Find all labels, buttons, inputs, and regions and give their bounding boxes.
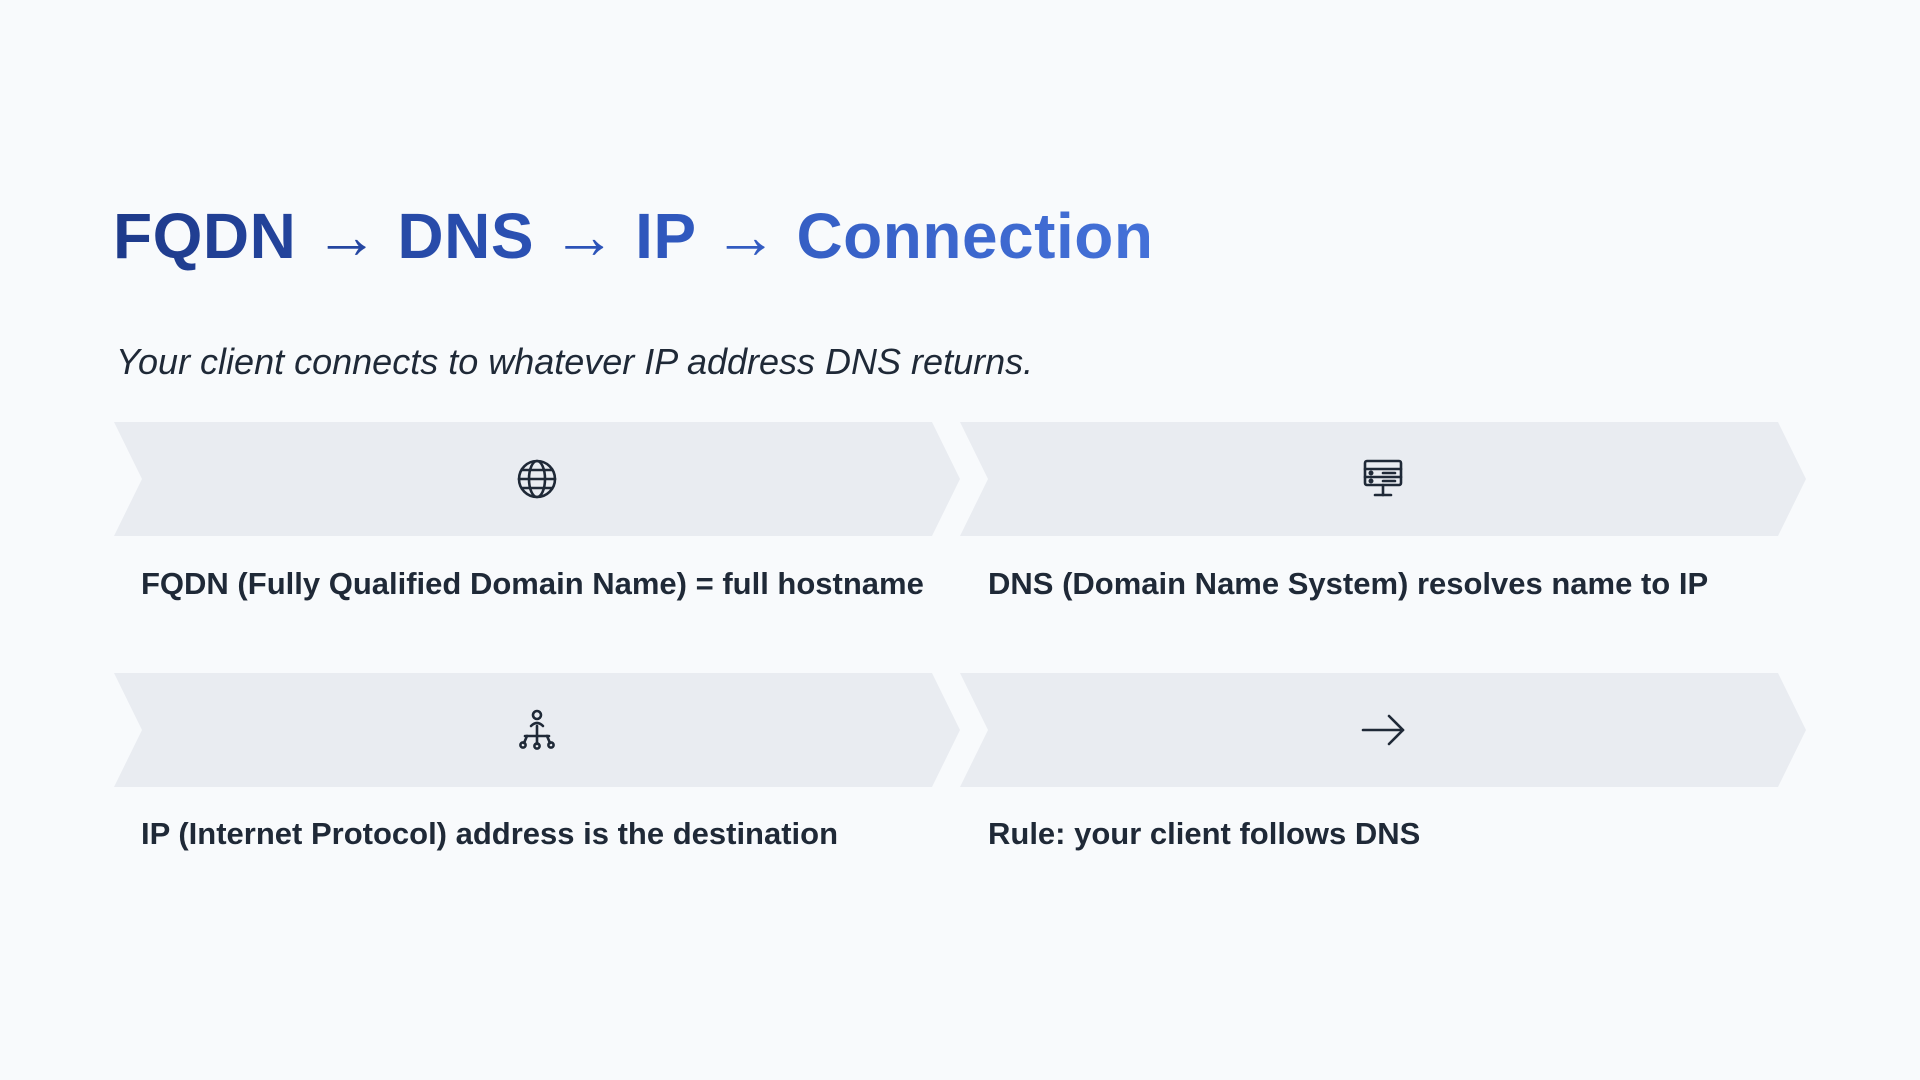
server-icon (1359, 455, 1407, 503)
step-ip-label: IP (Internet Protocol) address is the de… (141, 816, 839, 851)
globe-icon (513, 455, 561, 503)
network-node-icon (513, 706, 561, 754)
step-dns-label: DNS (Domain Name System) resolves name t… (988, 566, 1709, 601)
page-title: FQDN → DNS → IP → Connection (113, 196, 1153, 276)
step-fqdn-chevron (114, 422, 960, 536)
step-fqdn-label: FQDN (Fully Qualified Domain Name) = ful… (141, 566, 924, 601)
step-connection-chevron (960, 673, 1806, 787)
step-ip-chevron (114, 673, 960, 787)
step-dns-chevron (960, 422, 1806, 536)
page-subtitle: Your client connects to whatever IP addr… (116, 341, 1034, 382)
step-connection-label: Rule: your client follows DNS (988, 816, 1421, 851)
arrow-right-icon (1359, 706, 1407, 754)
